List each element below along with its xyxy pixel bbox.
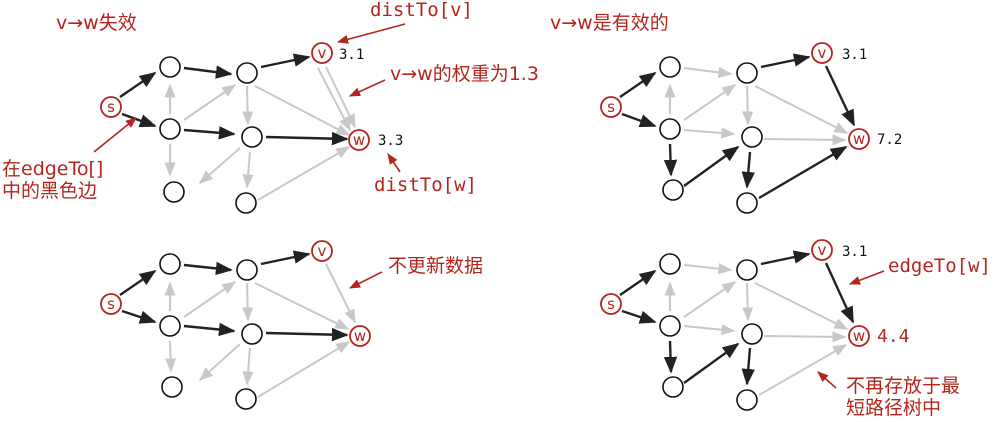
- edgeTo-label-line2: 中的黑色边: [2, 180, 97, 202]
- node-s: s: [600, 293, 622, 315]
- node-v-label: v: [818, 44, 827, 62]
- distTo-w-label: distTo[w]: [374, 174, 477, 196]
- panel-title: v→w失效: [56, 12, 137, 34]
- node-v: v: [311, 240, 333, 262]
- removed-edge: [758, 344, 848, 396]
- dist-w-value: 7.2: [877, 132, 902, 148]
- node-s: s: [100, 293, 122, 315]
- edges-tree: [619, 53, 856, 200]
- node-w: w: [848, 128, 870, 150]
- edgeTo-w-label: edgeTo[w]: [888, 255, 991, 277]
- removed-pointer: [817, 371, 837, 389]
- nodes: [159, 253, 263, 410]
- distTo-v-label: distTo[v]: [370, 0, 473, 21]
- node-w-label: w: [354, 327, 366, 345]
- node-w-label: w: [853, 327, 865, 345]
- node-v: v: [811, 42, 833, 64]
- edgeTo-pointer: [93, 117, 137, 153]
- edges-gray: [164, 263, 356, 398]
- panel-edge-updated: s v w 3.1 4.4 edgeTo[w] 不再存放于最 短路径树中: [600, 239, 991, 419]
- node-s: s: [100, 96, 122, 118]
- dist-v-value: 3.1: [339, 47, 364, 63]
- node-w: w: [848, 325, 870, 347]
- node-v-label: v: [318, 44, 327, 62]
- node-v-label: v: [318, 242, 327, 260]
- nodes: [159, 56, 263, 214]
- panel-no-update: s v w 不更新数据: [100, 240, 483, 410]
- dist-w-value: 4.4: [877, 326, 910, 347]
- node-w: w: [349, 325, 371, 347]
- dist-v-value: 3.1: [842, 244, 867, 260]
- panel-title: v→w是有效的: [550, 12, 669, 34]
- panel-v-w-eligible: s v w 3.1 7.2 v→w是有效的: [550, 12, 902, 214]
- node-s-label: s: [607, 295, 615, 313]
- node-s-label: s: [607, 98, 615, 116]
- edges-tree: [119, 250, 349, 342]
- dist-w-value: 3.3: [378, 133, 403, 149]
- no-update-label: 不更新数据: [388, 255, 483, 277]
- panel-v-w-ineligible: s v w 3.1 3.3 v→w失效 distTo[v] v→w的权重为1.3…: [2, 0, 539, 214]
- no-update-pointer: [348, 271, 383, 289]
- edgeTo-w-pointer: [848, 270, 885, 285]
- new-tree-edge-v-w: [824, 262, 855, 324]
- node-w-label: w: [353, 131, 365, 149]
- dist-v-value: 3.1: [842, 47, 867, 63]
- nodes: [659, 56, 763, 214]
- removed-label-line1: 不再存放于最: [846, 375, 960, 397]
- edges-gray: [664, 263, 849, 396]
- nodes: [659, 253, 763, 411]
- node-s-label: s: [107, 295, 115, 313]
- edges-tree: [619, 250, 855, 386]
- distTo-w-pointer: [387, 153, 401, 173]
- edgeTo-label-line1: 在edgeTo[]: [2, 158, 103, 180]
- node-w-label: w: [853, 130, 865, 148]
- node-v: v: [811, 239, 833, 261]
- edges-tree: [119, 53, 349, 146]
- distTo-v-pointer: [336, 23, 406, 44]
- node-v: v: [311, 42, 333, 64]
- v-w-edge-ineligible: [325, 66, 356, 129]
- removed-label-line2: 短路径树中: [846, 397, 941, 419]
- weight-pointer: [348, 79, 386, 97]
- node-s: s: [600, 96, 622, 118]
- node-w: w: [348, 129, 370, 151]
- edges-gray: [664, 66, 849, 146]
- node-v-label: v: [818, 241, 827, 259]
- weight-label: v→w的权重为1.3: [390, 63, 539, 85]
- node-s-label: s: [107, 98, 115, 116]
